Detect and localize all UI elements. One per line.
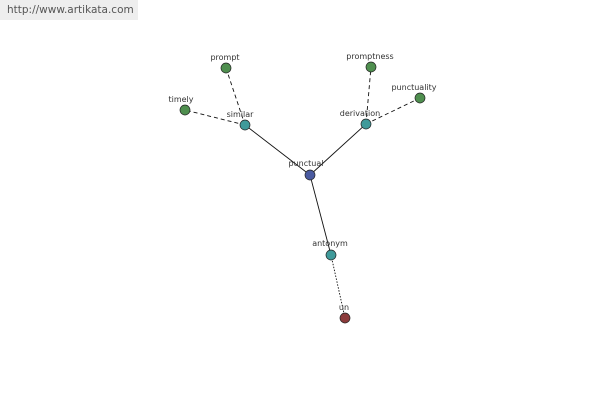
edge-punctual-similar [244,124,311,176]
edge-derivation-punctuality [365,97,421,125]
node-prompt-label: prompt [210,53,239,62]
node-prompt[interactable]: prompt [210,53,240,74]
node-punctuality-label: punctuality [391,83,436,92]
node-punctual-label: punctual [289,159,324,168]
edge-punctual-derivation [309,123,367,176]
node-punctual-circle[interactable] [304,169,316,181]
node-antonym[interactable]: antonym [312,239,348,261]
node-promptness-circle[interactable] [365,61,377,73]
node-similar-circle[interactable] [239,119,251,131]
node-un-label: un [339,303,349,312]
node-derivation-circle[interactable] [360,118,372,130]
node-timely-label: timely [168,95,193,104]
node-derivation[interactable]: derivation [340,109,380,130]
node-antonym-label: antonym [312,239,348,248]
node-punctual[interactable]: punctual [289,159,324,181]
node-derivation-label: derivation [340,109,380,118]
nodes-layer: punctual similar derivation antonym prompt ti… [168,52,437,324]
edges-layer [184,66,421,319]
node-punctuality[interactable]: punctuality [391,83,437,104]
node-timely-circle[interactable] [179,104,191,116]
node-antonym-circle[interactable] [325,249,337,261]
node-similar[interactable]: similar [227,110,255,131]
edge-similar-prompt [225,67,246,126]
node-promptness[interactable]: promptness [346,52,394,73]
edge-punctual-antonym [309,174,332,256]
node-prompt-circle[interactable] [220,62,232,74]
edge-derivation-promptness [365,66,372,125]
node-promptness-label: promptness [346,52,393,61]
edge-similar-timely [184,109,246,126]
node-un-circle[interactable] [339,312,351,324]
watermark-url[interactable]: http://www.artikata.com [0,0,138,20]
node-similar-label: similar [227,110,255,119]
node-timely[interactable]: timely [168,95,194,116]
node-un[interactable]: un [339,303,351,324]
node-punctuality-circle[interactable] [414,92,426,104]
